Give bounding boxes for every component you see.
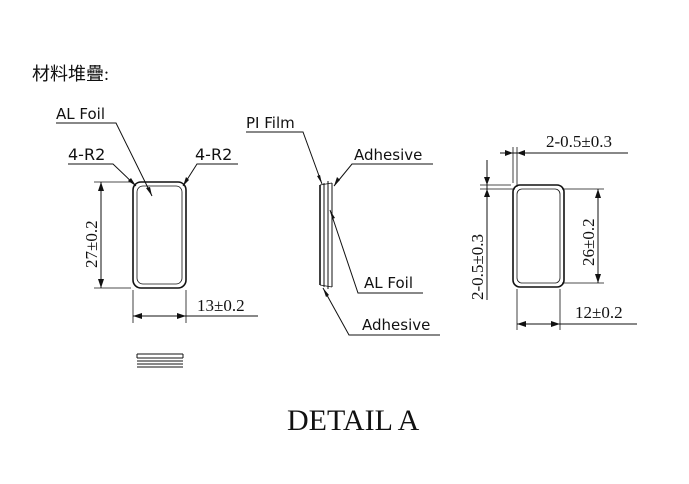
adhesive-top-arrow	[334, 177, 340, 186]
left-view: AL Foil 4-R2 4-R2 27±0.2 13±0.2	[56, 105, 258, 368]
right-top-gap-arrow-1	[505, 150, 513, 156]
right-side-gap-dim-text: 2-0.5±0.3	[468, 234, 487, 300]
pi-film-leader	[246, 131, 323, 185]
left-al-foil-leader	[56, 122, 153, 197]
right-view: 2-0.5±0.3 2-0.5±0.3 26±0.2 12±0.2	[468, 132, 637, 330]
adhesive-bottom-leader	[322, 287, 440, 336]
right-width-arrow-right	[551, 321, 560, 327]
right-width-arrow-left	[517, 321, 526, 327]
adhesive-top-leader	[333, 163, 433, 187]
right-inner-outline	[516, 188, 561, 284]
left-al-foil-label: AL Foil	[56, 105, 105, 123]
right-height-arrow-top	[595, 189, 601, 198]
right-top-gap-dim-text: 2-0.5±0.3	[546, 132, 612, 151]
left-al-foil-arrow	[146, 187, 152, 196]
material-stack-title: 材料堆疊:	[32, 64, 109, 84]
right-width-dim-text: 12±0.2	[575, 303, 623, 322]
adhesive-top-label: Adhesive	[354, 146, 422, 164]
middle-al-foil-leader	[329, 209, 423, 294]
pi-film-arrow	[317, 175, 322, 184]
left-radius-label-1: 4-R2	[68, 145, 105, 164]
left-side-profile	[136, 353, 184, 368]
right-outer-outline	[512, 184, 565, 288]
adhesive-bottom-arrow	[323, 288, 329, 297]
right-side-gap-arrow-1	[484, 177, 490, 185]
left-radius-arrow-2	[183, 177, 189, 186]
left-inner-outline	[136, 185, 183, 285]
right-height-arrow-bottom	[595, 274, 601, 283]
right-side-gap-arrow-2	[484, 189, 490, 197]
left-radius-label-2: 4-R2	[195, 145, 232, 164]
pi-film-label: PI Film	[246, 114, 295, 132]
middle-view: PI Film Adhesive AL Foil Adhesive	[246, 114, 440, 336]
detail-a-label: DETAIL A	[287, 404, 420, 437]
left-radius-leader-1	[68, 163, 137, 187]
left-width-arrow-right	[177, 313, 186, 319]
left-radius-arrow-1	[128, 178, 136, 186]
left-radius-leader-2	[182, 163, 238, 187]
middle-al-foil-arrow	[330, 210, 335, 219]
left-outer-outline	[132, 181, 187, 289]
adhesive-bottom-label: Adhesive	[362, 316, 430, 334]
left-height-dim-text: 27±0.2	[82, 220, 101, 268]
left-height-arrow-top	[98, 182, 104, 191]
right-height-dim-text: 26±0.2	[579, 218, 598, 266]
middle-al-foil-label: AL Foil	[364, 274, 413, 292]
right-top-gap-arrow-2	[517, 150, 525, 156]
left-height-arrow-bottom	[98, 279, 104, 288]
left-width-dim-text: 13±0.2	[197, 296, 245, 315]
left-width-arrow-left	[133, 313, 142, 319]
